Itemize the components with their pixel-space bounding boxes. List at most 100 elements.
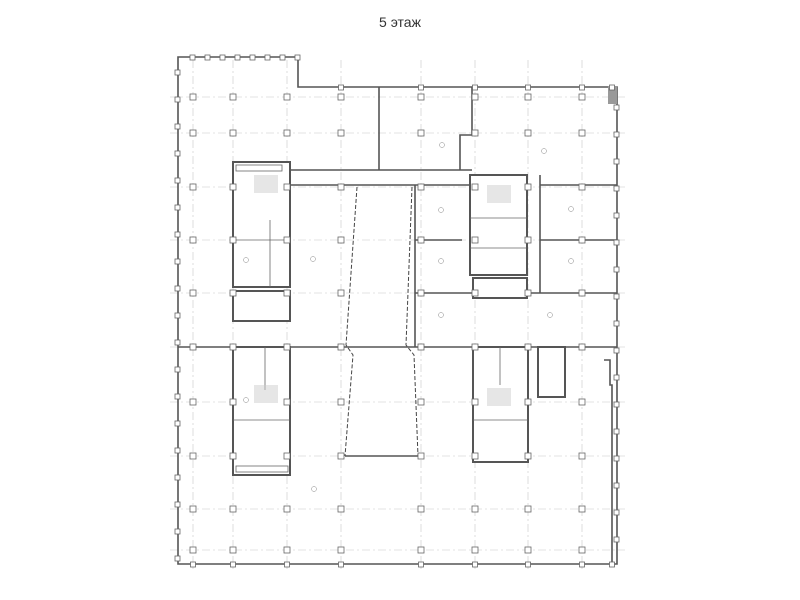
- column: [471, 505, 479, 513]
- column: [578, 183, 586, 191]
- column: [279, 54, 286, 61]
- column: [283, 129, 291, 137]
- column: [418, 84, 424, 91]
- column: [525, 84, 531, 91]
- column: [609, 84, 615, 91]
- column: [174, 96, 181, 103]
- column: [417, 398, 425, 406]
- core-bottom-right: [472, 346, 566, 463]
- column: [283, 343, 291, 351]
- column: [337, 343, 345, 351]
- column: [524, 343, 532, 351]
- column: [229, 289, 237, 297]
- room-tag: [243, 257, 249, 263]
- column: [283, 93, 291, 101]
- column: [524, 289, 532, 297]
- column: [337, 93, 345, 101]
- column: [229, 236, 237, 244]
- partitions: [178, 87, 617, 564]
- column: [471, 236, 479, 244]
- column: [174, 474, 181, 481]
- column: [613, 347, 620, 354]
- column: [578, 343, 586, 351]
- column: [189, 452, 197, 460]
- column: [337, 505, 345, 513]
- column: [613, 401, 620, 408]
- floor-title: 5 этаж: [379, 14, 421, 30]
- column: [284, 561, 290, 568]
- core-top-right: [469, 174, 528, 299]
- column: [471, 452, 479, 460]
- column: [418, 561, 424, 568]
- column: [229, 505, 237, 513]
- column: [417, 183, 425, 191]
- column: [264, 54, 271, 61]
- room-tag: [243, 397, 249, 403]
- column: [283, 398, 291, 406]
- column: [174, 312, 181, 319]
- column: [189, 93, 197, 101]
- column: [174, 258, 181, 265]
- stairs: [243, 142, 574, 492]
- column: [189, 505, 197, 513]
- column: [337, 398, 345, 406]
- column: [417, 289, 425, 297]
- column: [174, 204, 181, 211]
- column: [524, 546, 532, 554]
- column: [189, 236, 197, 244]
- corner-pillar: [608, 86, 617, 104]
- column: [189, 129, 197, 137]
- column: [524, 236, 532, 244]
- column: [417, 343, 425, 351]
- column: [613, 428, 620, 435]
- column: [472, 84, 478, 91]
- column: [174, 177, 181, 184]
- column: [337, 546, 345, 554]
- room-tag: [311, 486, 317, 492]
- column: [613, 158, 620, 165]
- column: [283, 505, 291, 513]
- core-top-left: [232, 161, 291, 322]
- column: [471, 129, 479, 137]
- column: [229, 183, 237, 191]
- column: [578, 236, 586, 244]
- column: [174, 420, 181, 427]
- column: [472, 561, 478, 568]
- column: [417, 93, 425, 101]
- column: [417, 236, 425, 244]
- column: [578, 93, 586, 101]
- column: [337, 129, 345, 137]
- column: [174, 555, 181, 562]
- column: [613, 239, 620, 246]
- column: [578, 452, 586, 460]
- column: [229, 452, 237, 460]
- column: [229, 546, 237, 554]
- column: [283, 546, 291, 554]
- column: [471, 289, 479, 297]
- column: [283, 452, 291, 460]
- column: [417, 129, 425, 137]
- column: [189, 289, 197, 297]
- core-bottom-left: [232, 346, 291, 476]
- column: [283, 236, 291, 244]
- column: [174, 393, 181, 400]
- column: [613, 185, 620, 192]
- column: [613, 266, 620, 273]
- column: [338, 561, 344, 568]
- column: [337, 183, 345, 191]
- column: [189, 183, 197, 191]
- column: [189, 54, 196, 61]
- column: [613, 509, 620, 516]
- room-tag: [310, 256, 316, 262]
- column: [190, 561, 196, 568]
- column: [174, 231, 181, 238]
- room-tag: [438, 312, 444, 318]
- column: [613, 320, 620, 327]
- column: [283, 183, 291, 191]
- column: [229, 343, 237, 351]
- room-tag: [568, 258, 574, 264]
- column: [294, 54, 301, 61]
- column: [524, 129, 532, 137]
- room-tag: [439, 142, 445, 148]
